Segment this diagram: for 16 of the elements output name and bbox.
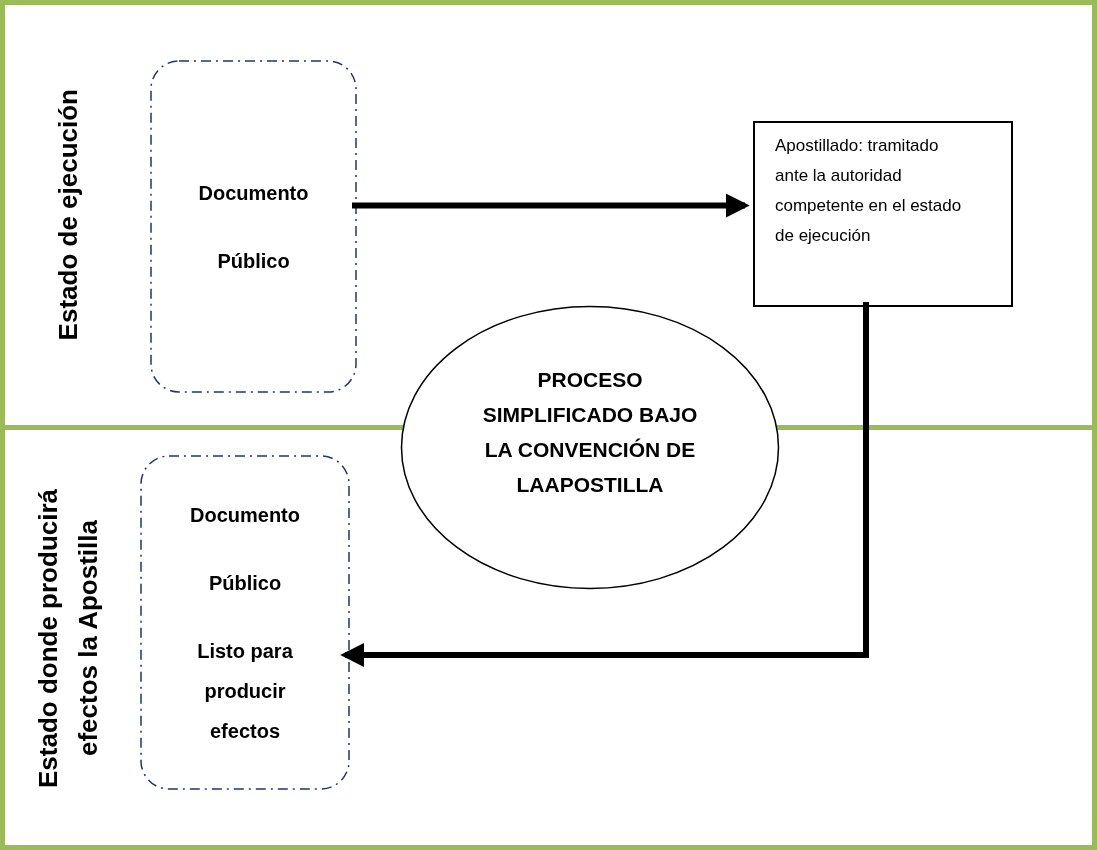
process-ellipse xyxy=(400,305,780,590)
box-text: Apostillado: tramitado ante la autoridad competente en el estado de ejecución xyxy=(775,135,963,247)
arrow xyxy=(340,302,869,667)
box-text: Público xyxy=(217,248,290,274)
box-text: Documento xyxy=(190,502,300,528)
document-box xyxy=(150,60,357,393)
box-text: Listo para producir efectos xyxy=(196,638,294,744)
box-text: Público xyxy=(208,570,282,596)
box-text: Documento xyxy=(198,180,309,206)
document-box xyxy=(140,455,350,790)
arrow xyxy=(352,193,750,218)
box-text: PROCESO SIMPLIFICADO BAJO LA CONVENCIÓN DE LAAPOSTILLA xyxy=(481,366,699,498)
process-box xyxy=(753,121,1013,307)
lane-heading: Estado donde producirá efectos la Apostilla xyxy=(31,487,104,789)
swimlane-band xyxy=(0,0,1097,430)
lane-heading: Estado de ejecución xyxy=(51,89,84,341)
